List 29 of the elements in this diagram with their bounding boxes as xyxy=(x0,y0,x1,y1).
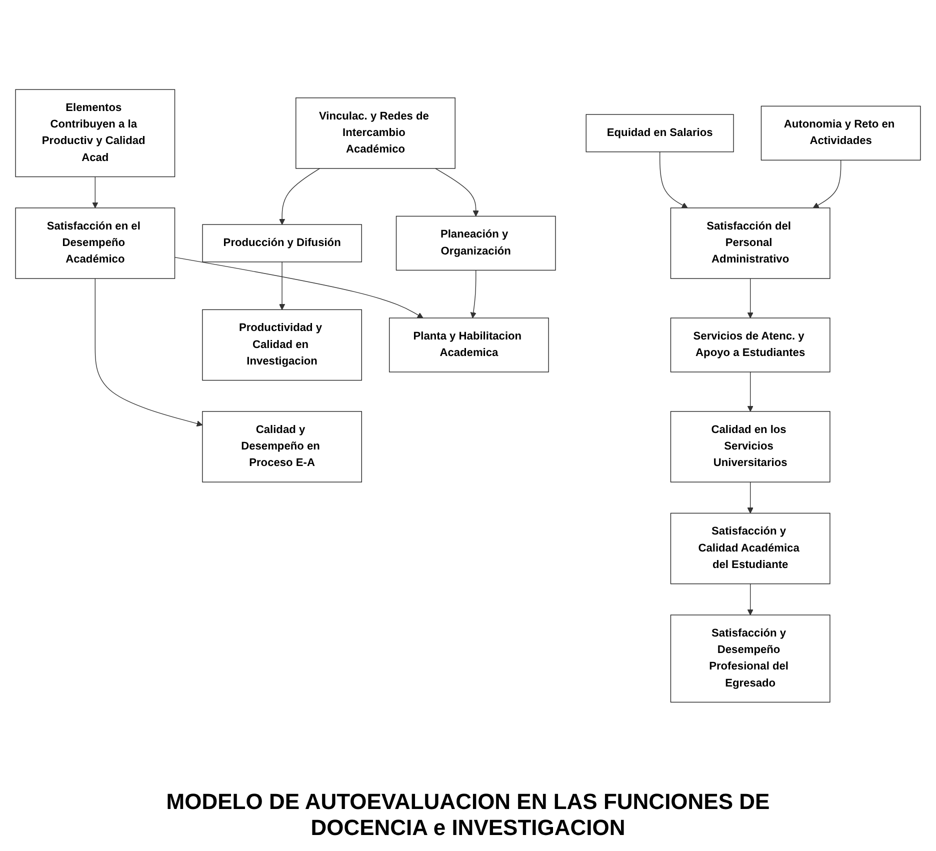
arrow xyxy=(470,270,476,318)
arrow xyxy=(174,256,424,318)
node-box: Vinculac. y Redes de Intercambio Académico xyxy=(296,97,456,168)
node-box: Planta y Habilitacion Academica xyxy=(389,317,549,372)
node-box: Planeación y Organización xyxy=(396,216,556,270)
arrow xyxy=(747,481,754,514)
node-box: Servicios de Atenc. y Apoyo a Estudiantes xyxy=(670,317,830,372)
arrow xyxy=(660,151,688,208)
node-box: Productividad y Calidad en Investigacion xyxy=(202,308,362,380)
node-box: Satisfacción en el Desempeño Académico xyxy=(15,207,176,278)
arrow xyxy=(279,168,320,224)
arrow xyxy=(92,176,98,208)
node-box: Calidad en los Servicios Universitarios xyxy=(670,410,830,482)
node-box: Satisfacción y Desempeño Profesional del Egresado xyxy=(670,614,830,702)
node-box: Calidad y Desempeño en Proceso E-A xyxy=(202,410,362,482)
arrow xyxy=(435,168,479,216)
arrow xyxy=(279,261,286,310)
node-box: Producción y Difusión xyxy=(202,224,362,262)
node-box: Satisfacción del Personal Administrativo xyxy=(670,207,830,278)
diagram-title: MODELO DE AUTOEVALUACION EN LAS FUNCIONES DE DOCENCIA e INVESTIGACION xyxy=(165,789,771,841)
arrow xyxy=(812,159,842,208)
arrow xyxy=(747,278,754,318)
arrow xyxy=(747,583,754,615)
node-box: Elementos Contribuyen a la Productiv y Calidad Acad xyxy=(15,88,176,177)
node-box: Equidad en Salarios xyxy=(586,114,734,152)
arrow xyxy=(747,371,754,412)
node-box: Autonomia y Reto en Actividades xyxy=(760,105,921,160)
node-box: Satisfacción y Calidad Académica del Estudiante xyxy=(670,512,830,584)
arrow xyxy=(94,278,203,426)
